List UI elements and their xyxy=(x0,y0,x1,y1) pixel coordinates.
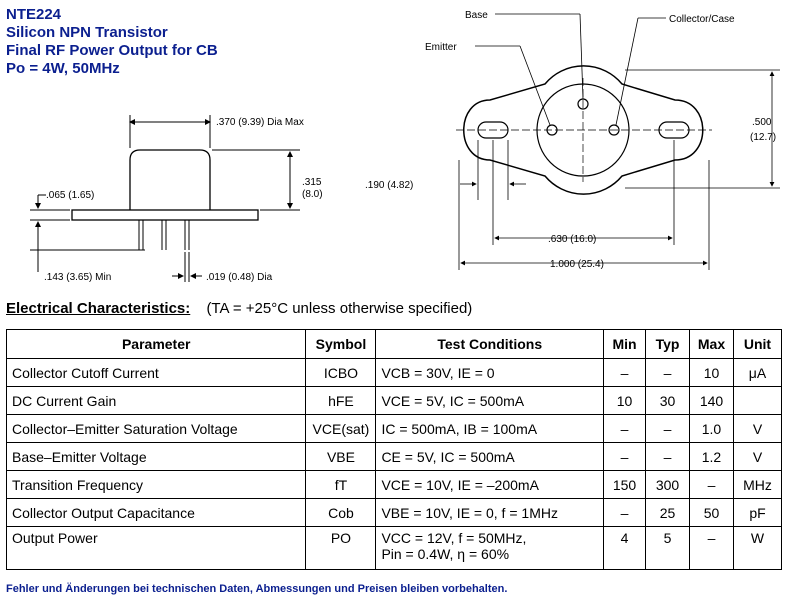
parameter-cell: Collector–Emitter Saturation Voltage xyxy=(5,414,307,443)
parameter-cell: Output Power xyxy=(5,526,307,570)
side-view xyxy=(30,115,300,282)
collector-label: Collector/Case xyxy=(669,14,735,25)
slot-label: .190 (4.82) xyxy=(365,180,413,191)
conditions-line-2: Pin = 0.4W, η = 60% xyxy=(381,546,510,562)
can-body xyxy=(129,149,211,210)
min-cell: – xyxy=(603,358,647,387)
col-typ: Typ xyxy=(645,329,690,359)
typ-cell: 30 xyxy=(645,386,690,415)
conditions-cell: IC = 500mA, IB = 100mA xyxy=(375,414,605,443)
max-cell: 140 xyxy=(689,386,734,415)
unit-cell: W xyxy=(732,526,783,570)
conditions-cell: VCC = 12V, f = 50MHz, Pin = 0.4W, η = 60… xyxy=(375,526,605,570)
parameter-cell: Collector Cutoff Current xyxy=(5,358,307,387)
max-cell: 1.2 xyxy=(689,442,734,471)
parameter-cell: DC Current Gain xyxy=(5,386,307,415)
min-cell: – xyxy=(603,414,647,443)
flange xyxy=(71,209,259,221)
unit-cell: MHz xyxy=(732,470,783,499)
conditions-cell: VBE = 10V, IE = 0, f = 1MHz xyxy=(375,498,605,527)
conditions-cell: CE = 5V, IC = 500mA xyxy=(375,442,605,471)
right-slot xyxy=(658,121,690,139)
typ-cell: 5 xyxy=(645,526,690,570)
conditions-line-1: VCC = 12V, f = 50MHz, xyxy=(381,530,527,546)
emitter-label: Emitter xyxy=(425,42,457,53)
parameter-cell: Base–Emitter Voltage xyxy=(5,442,307,471)
conditions-cell: VCE = 5V, IC = 500mA xyxy=(375,386,605,415)
max-cell: – xyxy=(689,526,734,570)
unit-cell: μA xyxy=(732,358,783,387)
unit-cell xyxy=(732,386,783,415)
symbol-cell: VCE(sat) xyxy=(305,414,377,443)
base-label: Base xyxy=(465,10,488,21)
table-row: Base–Emitter Voltage VBE CE = 5V, IC = 5… xyxy=(5,442,783,471)
symbol-cell: hFE xyxy=(305,386,377,415)
typ-cell: 25 xyxy=(645,498,690,527)
min-cell: 10 xyxy=(603,386,647,415)
symbol-cell: PO xyxy=(305,526,377,570)
device-type: Silicon NPN Transistor xyxy=(6,24,168,41)
application: Final RF Power Output for CB xyxy=(6,42,218,59)
width-mm-label: (12.7) xyxy=(750,132,776,143)
symbol-cell: ICBO xyxy=(305,358,377,387)
collector-pin xyxy=(608,124,620,136)
symbol-cell: fT xyxy=(305,470,377,499)
unit-cell: pF xyxy=(732,498,783,527)
min-cell: – xyxy=(603,442,647,471)
section-title: Electrical Characteristics: (TA = +25°C … xyxy=(6,300,472,317)
table-row: Collector Cutoff Current ICBO VCB = 30V,… xyxy=(5,358,783,387)
height-mm-label: (8.0) xyxy=(302,189,323,200)
title-block: NTE224 Silicon NPN Transistor Final RF P… xyxy=(6,6,218,78)
electrical-characteristics-table: Parameter Symbol Test Conditions Min Typ… xyxy=(5,329,783,570)
package-drawing: .370 (9.39) Dia Max .315 (8.0) .065 (1.6… xyxy=(30,10,780,283)
symbol-cell: Cob xyxy=(305,498,377,527)
typ-cell: – xyxy=(645,442,690,471)
flange-outline xyxy=(463,65,704,195)
conditions-cell: VCB = 30V, IE = 0 xyxy=(375,358,605,387)
col-symbol: Symbol xyxy=(305,329,377,359)
part-number: NTE224 xyxy=(6,6,62,23)
min-cell: 150 xyxy=(603,470,647,499)
table-row: Collector Output Capacitance Cob VBE = 1… xyxy=(5,498,783,527)
section-condition: (TA = +25°C unless otherwise specified) xyxy=(206,300,473,317)
hole-spacing-label: .630 (16.0) xyxy=(548,234,596,245)
conditions-cell: VCE = 10V, IE = –200mA xyxy=(375,470,605,499)
parameter-cell: Transition Frequency xyxy=(5,470,307,499)
max-cell: 10 xyxy=(689,358,734,387)
col-conditions: Test Conditions xyxy=(375,329,605,359)
max-cell: 50 xyxy=(689,498,734,527)
section-heading: Electrical Characteristics: xyxy=(6,300,191,317)
typ-cell: 300 xyxy=(645,470,690,499)
table-header-row: Parameter Symbol Test Conditions Min Typ… xyxy=(5,329,783,359)
col-parameter: Parameter xyxy=(5,329,307,359)
min-cell: 4 xyxy=(603,526,647,570)
parameter-cell: Collector Output Capacitance xyxy=(5,498,307,527)
top-view xyxy=(456,13,780,270)
flange-label: .065 (1.65) xyxy=(46,190,94,201)
col-max: Max xyxy=(689,329,734,359)
width-label: .500 xyxy=(752,117,772,128)
table-row: DC Current Gain hFE VCE = 5V, IC = 500mA… xyxy=(5,386,783,415)
max-cell: 1.0 xyxy=(689,414,734,443)
typ-cell: – xyxy=(645,358,690,387)
dia-max-label: .370 (9.39) Dia Max xyxy=(216,117,304,128)
lead-length-label: .143 (3.65) Min xyxy=(44,272,111,283)
disclaimer-footer: Fehler und Änderungen bei technischen Da… xyxy=(6,583,508,595)
max-cell: – xyxy=(689,470,734,499)
col-min: Min xyxy=(603,329,647,359)
col-unit: Unit xyxy=(732,329,783,359)
height-label: .315 xyxy=(302,177,322,188)
power-rating: Po = 4W, 50MHz xyxy=(6,60,120,77)
table-row: Transition Frequency fT VCE = 10V, IE = … xyxy=(5,470,783,499)
typ-cell: – xyxy=(645,414,690,443)
lead-dia-label: .019 (0.48) Dia xyxy=(206,272,273,283)
min-cell: – xyxy=(603,498,647,527)
symbol-cell: VBE xyxy=(305,442,377,471)
overall-label: 1.000 (25.4) xyxy=(550,259,604,270)
unit-cell: V xyxy=(732,414,783,443)
table-row: Output Power PO VCC = 12V, f = 50MHz, Pi… xyxy=(5,526,783,570)
table-row: Collector–Emitter Saturation Voltage VCE… xyxy=(5,414,783,443)
unit-cell: V xyxy=(732,442,783,471)
